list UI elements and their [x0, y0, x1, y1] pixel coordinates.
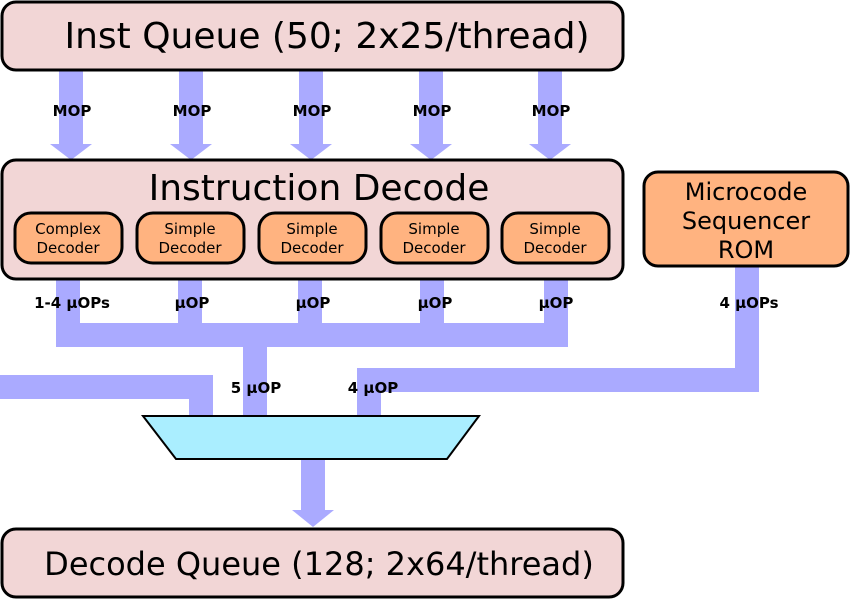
decoder-output-line-3	[298, 279, 322, 324]
microcode-sequencer-rom: Microcode Sequencer ROM	[642, 170, 850, 268]
decoder-output-line-4	[420, 279, 444, 324]
mop-arrow-4	[410, 70, 452, 160]
decoder-line1: Simple	[164, 220, 215, 238]
decoder-line1: Complex	[35, 220, 101, 238]
decoder-output-labels: 1-4 µOPs µOP µOP µOP µOP	[34, 294, 573, 312]
decoder-complex: Complex Decoder	[13, 211, 124, 265]
mux-input-label-left: 5 µOP	[231, 379, 281, 397]
inst-queue: Inst Queue (50; 2x25/thread)	[0, 0, 625, 72]
decoder-line1: Simple	[408, 220, 459, 238]
decoder-line1: Simple	[286, 220, 337, 238]
mop-arrow-1	[50, 70, 92, 160]
merge-trunk	[243, 323, 267, 417]
output-label-simple-3: µOP	[418, 294, 453, 312]
decode-queue-title: Decode Queue (128; 2x64/thread)	[44, 545, 594, 583]
mop-label-2: MOP	[173, 102, 212, 120]
microcode-trunk	[357, 368, 381, 417]
mux-output-arrow	[292, 459, 334, 527]
microcode-bus	[357, 368, 759, 392]
decoder-simple-3: Simple Decoder	[379, 211, 490, 265]
decoder-line1: Simple	[529, 220, 580, 238]
bypass-trunk	[189, 375, 213, 417]
decoder-line2: Decoder	[158, 239, 222, 257]
decoder-merge-bus	[56, 323, 568, 347]
bypass-bus	[0, 375, 213, 399]
mop-label-1: MOP	[53, 102, 92, 120]
flow-arrows	[0, 70, 759, 527]
microcode-line3: ROM	[718, 236, 774, 264]
output-label-complex: 1-4 µOPs	[34, 294, 110, 312]
output-label-simple-2: µOP	[296, 294, 331, 312]
mop-labels: MOP MOP MOP MOP MOP	[53, 102, 571, 120]
mux-input-label-right: 4 µOP	[348, 379, 398, 397]
decoder-line2: Decoder	[402, 239, 466, 257]
microcode-output-label: 4 µOPs	[719, 294, 778, 312]
mux-trapezoid	[140, 415, 481, 460]
decoder-simple-1: Simple Decoder	[135, 211, 246, 265]
mop-label-3: MOP	[293, 102, 332, 120]
instruction-decode: Instruction Decode Complex Decoder Simpl…	[0, 158, 625, 281]
decoder-line2: Decoder	[280, 239, 344, 257]
mop-label-4: MOP	[413, 102, 452, 120]
decode-queue: Decode Queue (128; 2x64/thread)	[0, 527, 625, 599]
output-label-simple-1: µOP	[175, 294, 210, 312]
decoder-output-line-2	[178, 279, 202, 324]
microcode-line1: Microcode	[685, 178, 807, 206]
inst-queue-title: Inst Queue (50; 2x25/thread)	[64, 16, 589, 57]
mop-arrow-3	[290, 70, 332, 160]
decoder-line2: Decoder	[36, 239, 100, 257]
decoder-line2: Decoder	[523, 239, 587, 257]
output-label-simple-4: µOP	[539, 294, 574, 312]
decoder-simple-2: Simple Decoder	[257, 211, 368, 265]
mop-arrow-5	[529, 70, 571, 160]
decoder-simple-4: Simple Decoder	[500, 211, 611, 265]
mop-label-5: MOP	[532, 102, 571, 120]
instruction-decode-title: Instruction Decode	[149, 168, 490, 209]
mop-arrow-2	[170, 70, 212, 160]
microcode-line2: Sequencer	[682, 207, 810, 235]
